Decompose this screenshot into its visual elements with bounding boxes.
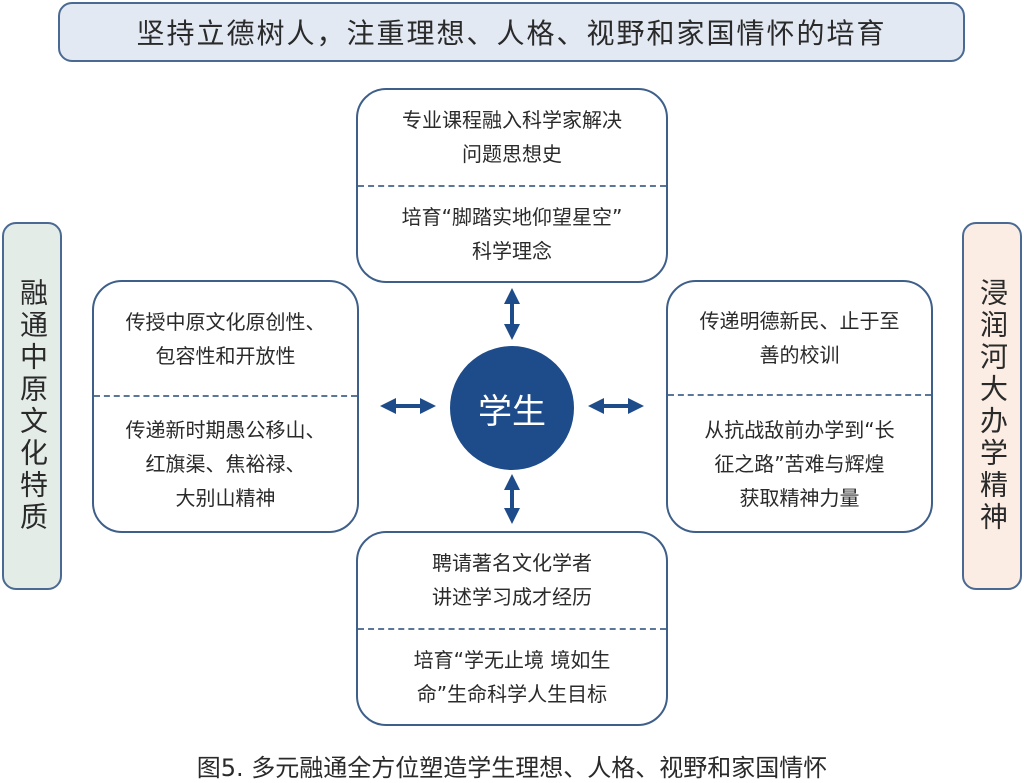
figure-caption: 图5. 多元融通全方位塑造学生理想、人格、视野和家国情怀 [196, 754, 828, 782]
top-box-upper: 专业课程融入科学家解决 问题思想史 [402, 108, 622, 167]
right-box-upper: 传递明德新民、止于至 善的校训 [699, 309, 900, 367]
left-side-bar: 融通中原文化特质 [2, 222, 62, 590]
divider [668, 394, 931, 396]
bottom-box-upper: 聘请著名文化学者 讲述学习成才经历 [432, 551, 592, 610]
right-box-lower: 从抗战敌前办学到“长 征之路”苦难与辉煌 获取精神力量 [704, 417, 895, 510]
right-box: 传递明德新民、止于至 善的校训 从抗战敌前办学到“长 征之路”苦难与辉煌 获取精… [666, 280, 933, 533]
divider [358, 184, 666, 187]
top-banner: 坚持立德树人，注重理想、人格、视野和家国情怀的培育 [58, 2, 965, 62]
left-box-upper: 传授中原文化原创性、 包容性和开放性 [125, 309, 326, 368]
right-side-bar: 浸润河大办学精神 [962, 222, 1022, 590]
bottom-box: 聘请著名文化学者 讲述学习成才经历 培育“学无止境 境如生 命”生命科学人生目标 [356, 531, 668, 726]
divider [94, 395, 357, 397]
left-box: 传授中原文化原创性、 包容性和开放性 传递新时期愚公移山、 红旗渠、焦裕禄、 大… [92, 280, 359, 533]
divider [358, 627, 666, 630]
center-circle: 学生 [450, 346, 574, 470]
top-box-lower: 培育“脚踏实地仰望星空” 科学理念 [401, 204, 623, 263]
top-box: 专业课程融入科学家解决 问题思想史 培育“脚踏实地仰望星空” 科学理念 [356, 88, 668, 283]
bottom-box-lower: 培育“学无止境 境如生 命”生命科学人生目标 [413, 647, 611, 706]
left-box-lower: 传递新时期愚公移山、 红旗渠、焦裕禄、 大别山精神 [125, 418, 326, 510]
